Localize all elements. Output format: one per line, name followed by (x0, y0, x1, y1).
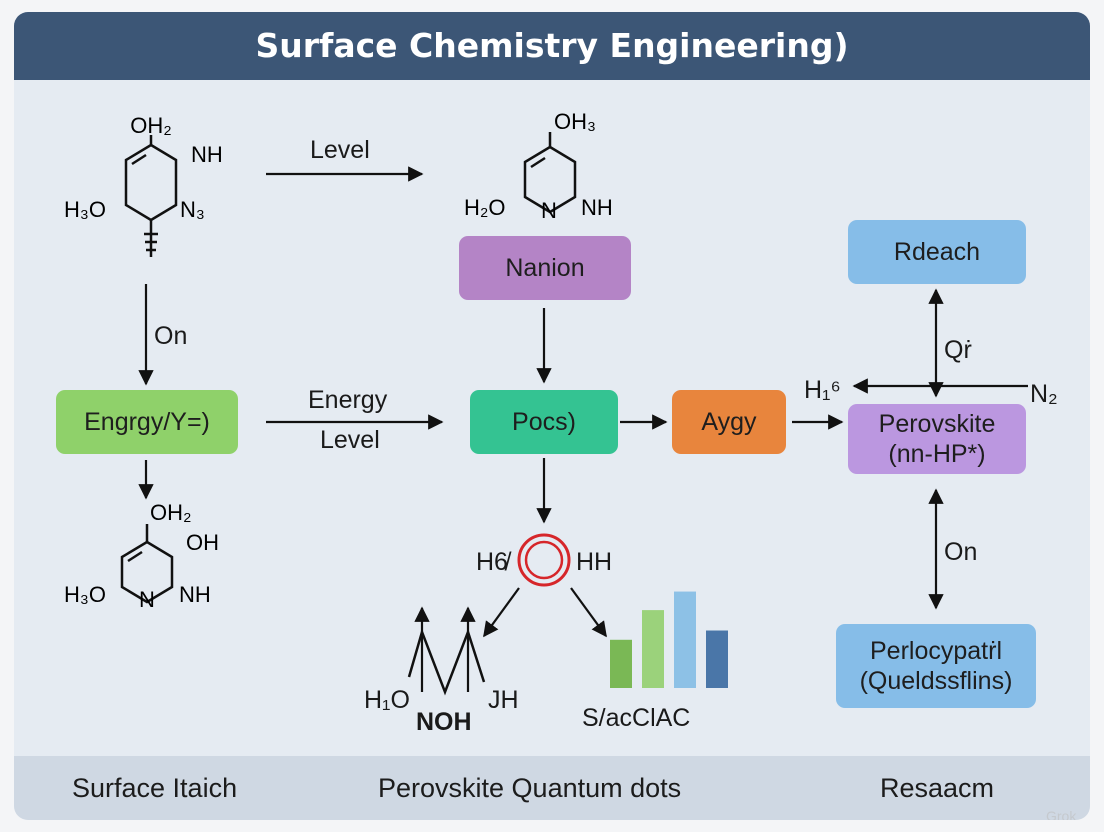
label-energy-level-2: Level (320, 426, 380, 454)
top-left-n3: N₃ (180, 197, 205, 222)
energy-node[interactable]: Engrgy/Y=) (56, 390, 238, 454)
footer-bar: Surface Itaich Perovskite Quantum dots R… (14, 756, 1090, 820)
label-qr: Qṙ (944, 336, 972, 364)
molecule-top-middle (523, 132, 577, 214)
label-hh: HH (576, 548, 613, 576)
footer-center: Perovskite Quantum dots (378, 773, 682, 803)
bar-3 (674, 591, 696, 688)
label-jh: JH (488, 686, 519, 714)
footer-right: Resaacm (880, 773, 995, 803)
header-bar: Surface Chemistry Engineering) (14, 12, 1090, 80)
pocs-node[interactable]: Pocs) (470, 390, 618, 454)
bottom-left-oh2: OH₂ (150, 500, 192, 525)
page-title: Surface Chemistry Engineering) (255, 26, 849, 65)
molecule-top-left (124, 135, 178, 257)
top-left-oh2: OH₂ (130, 113, 172, 138)
top-middle-nh: NH (581, 195, 613, 220)
bottom-left-h3o: H₃O (64, 582, 106, 607)
pocs-node-label: Pocs) (512, 408, 576, 436)
footer-left: Surface Itaich (72, 773, 238, 803)
arrow-group (138, 166, 1028, 692)
nanion-node[interactable]: Nanion (459, 236, 631, 300)
bottom-left-nh: NH (179, 582, 211, 607)
bottom-left-n: N (139, 587, 155, 612)
chain-zigzag (407, 628, 486, 696)
rdeach-node[interactable]: Rdeach (848, 220, 1026, 284)
top-middle-oh3: OH₃ (554, 109, 596, 134)
label-n2: N₂ (1030, 380, 1058, 408)
nanion-node-label: Nanion (505, 254, 585, 282)
diagram-canvas: OH₂ NH H₃O N₃ OH₃ H₂O N NH OH₂ OH H₃O N … (64, 109, 1028, 696)
label-h1o: H₁O (364, 686, 410, 714)
label-on-right: On (944, 538, 978, 566)
arrow-ring-to-chain (483, 587, 520, 638)
top-left-nh: NH (191, 142, 223, 167)
perovskite-node-line1: Perovskite (878, 410, 996, 438)
watermark-text: Grok (1046, 808, 1077, 820)
label-energy-level-1: Energy (308, 386, 388, 414)
label-noh: NOH (416, 708, 472, 736)
perovskite-node[interactable]: Perovskite (nn-HP*) (848, 404, 1026, 474)
aygy-node[interactable]: Aygy (672, 390, 786, 454)
top-middle-n: N (541, 198, 557, 223)
label-h6: H6̸ (476, 548, 508, 576)
rdeach-node-label: Rdeach (893, 238, 981, 266)
label-on-left: On (154, 322, 188, 350)
bar-1 (610, 639, 632, 688)
bar-4 (706, 630, 728, 688)
label-level-top: Level (310, 136, 370, 164)
perlocy-node[interactable]: Perlocypatṙl (Queldssflins) (836, 624, 1036, 708)
molecule-bottom-left (120, 524, 174, 604)
bar-chart (610, 591, 728, 688)
aygy-node-label: Aygy (701, 408, 757, 436)
red-ring-outer (517, 533, 571, 587)
top-middle-h2o: H₂O (464, 195, 506, 220)
perovskite-node-line2: (nn-HP*) (888, 440, 986, 468)
bar-2 (642, 610, 664, 688)
label-h1-6: H₁⁶ (804, 376, 841, 404)
top-left-h3o: H₃O (64, 197, 106, 222)
label-sacclac: S/acClAC (582, 704, 691, 732)
bottom-left-oh: OH (186, 530, 219, 555)
red-ring-inner (524, 540, 564, 580)
diagram-frame: Surface Chemistry Engineering) OH₂ NH H₃… (14, 12, 1090, 820)
perlocy-node-line1: Perlocypatṙl (870, 637, 1002, 665)
energy-node-label: Engrgy/Y=) (84, 408, 210, 436)
perlocy-node-line2: (Queldssflins) (859, 667, 1013, 695)
arrow-ring-to-chart (570, 587, 607, 638)
